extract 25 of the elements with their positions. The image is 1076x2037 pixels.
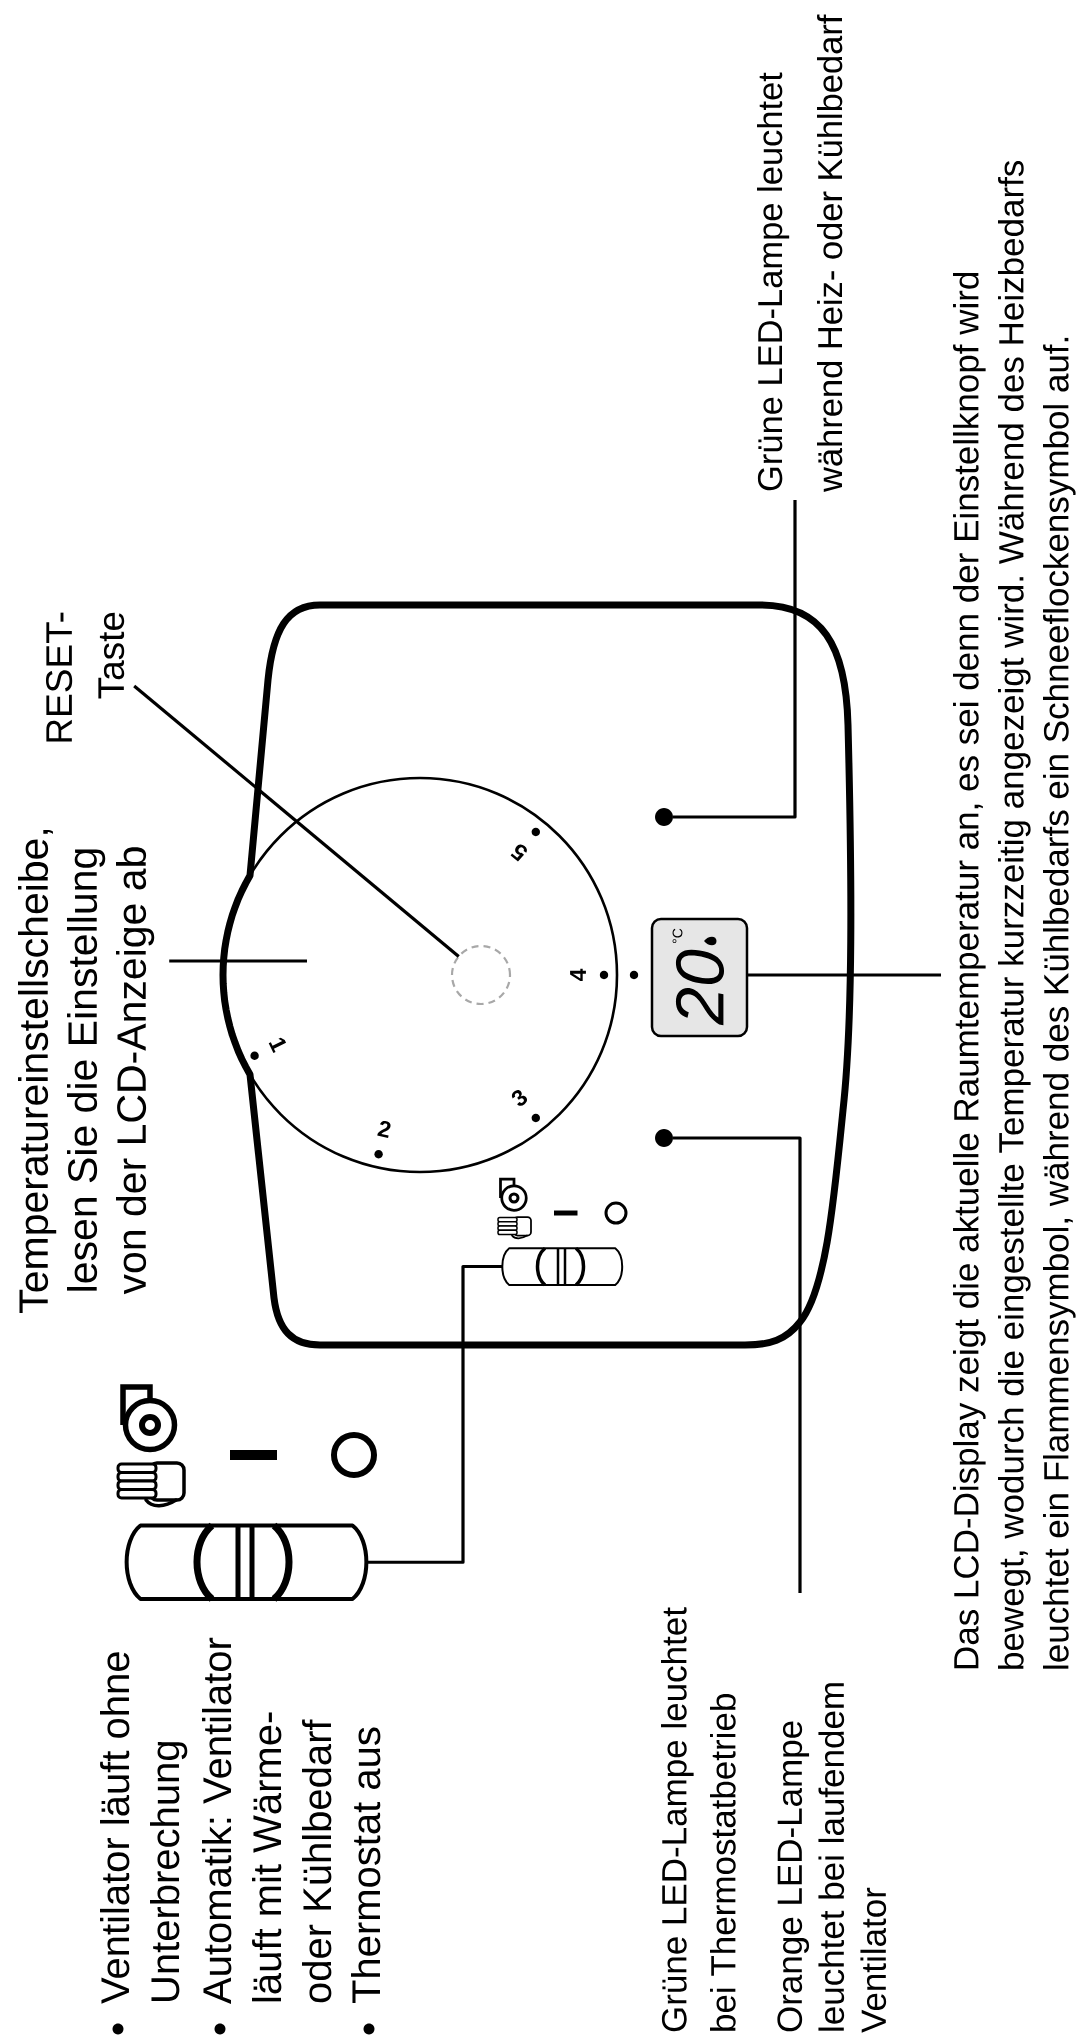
callout-text: Grüne LED-Lampe leuchtet bei Thermostatbetrieb Orange LED-Lampe leuchtet bei laufendem Ventilator	[661, 1607, 887, 2033]
reset-button	[450, 944, 512, 1006]
leader-line	[365, 1264, 502, 1564]
dial-number: 4	[570, 968, 586, 982]
leader-line	[169, 959, 307, 963]
slider-switch	[501, 1246, 624, 1287]
dial-number: 3	[511, 1089, 528, 1106]
lcd-display: 20°C	[650, 917, 749, 1038]
callout-text: Grüne LED-Lampe leuchtet während Heiz- oder Kühlbedarf	[757, 14, 843, 493]
dial-number: 5	[510, 844, 527, 862]
leader-line	[673, 1136, 802, 1593]
led-dot	[655, 1129, 673, 1147]
callout-text: RESET- Taste	[46, 612, 125, 742]
list-item: Ventilator läuft ohne Unterbrechung	[100, 1652, 188, 2004]
leader-line	[747, 973, 941, 977]
list-item: Thermostat aus	[351, 1727, 381, 2004]
callout-text: Das LCD-Display zeigt die aktuelle Raumtemperatur an, es sei denn der Einstellknopf wird bewegt, wodurch die eingestellte Temperatur kurzzeitig angezeigt wird. Während des Heizbedarfs leuchtet ein Flammensymbol, während des Kühlbedarfs ein Schneeflockensymbol auf.	[953, 160, 1076, 1669]
list-item: Automatik: Ventilator läuft mit Wärme- oder Kühlbedarf	[202, 1637, 332, 2004]
leader-line	[133, 684, 460, 958]
dial-number: 2	[377, 1120, 391, 1139]
callout-text: Temperatureinstellscheibe, lesen Sie die Einstellung von der LCD-Anzeige ab	[18, 829, 155, 1313]
leader-line	[673, 500, 797, 819]
slider-switch	[124, 1522, 369, 1603]
dial-number: 1	[268, 1037, 287, 1053]
led-dot	[655, 808, 673, 826]
